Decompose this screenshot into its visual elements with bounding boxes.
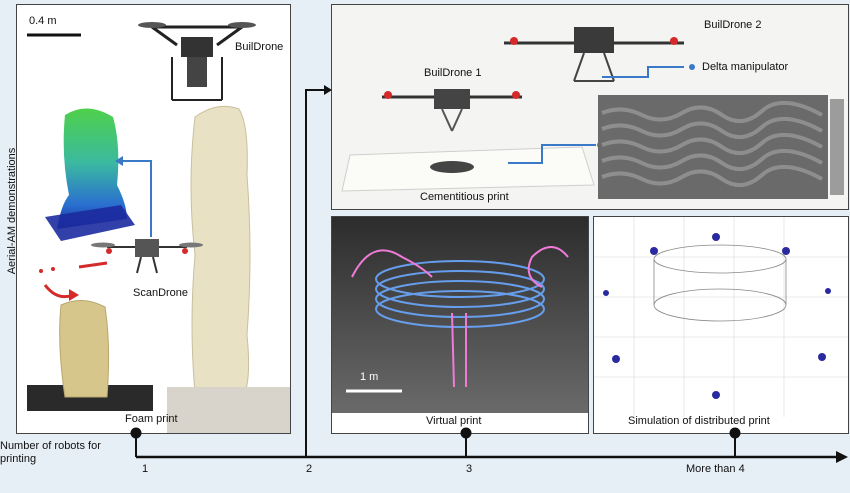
- scandrone-label: ScanDrone: [133, 287, 189, 299]
- builddrone2-label: BuilDrone 2: [704, 19, 762, 31]
- timeline-arrowhead: [836, 451, 848, 463]
- virtual-scale-label: 1 m: [360, 371, 379, 383]
- panel-d-left: d 1 m Virtual print: [331, 216, 589, 434]
- panel-d-right-caption: Simulation of distributed print: [628, 415, 770, 427]
- panel-b-caption: Foam print: [125, 413, 178, 425]
- panel-d-right: Simulation of distributed print: [593, 216, 849, 434]
- tick-label-4: More than 4: [686, 463, 745, 475]
- builddrone1-drone: [382, 89, 522, 132]
- panel-d-left-caption: Virtual print: [426, 415, 482, 427]
- axis-title-line1: Number of robots for: [0, 440, 101, 452]
- timeline-node-3: [460, 427, 472, 439]
- scale-bar-label: 0.4 m: [29, 15, 57, 27]
- virtual-print-photo: [332, 217, 588, 433]
- simulation-illustration: [594, 217, 848, 417]
- tick-label-2: 2: [306, 463, 313, 475]
- builddrone-label: BuilDrone: [235, 41, 284, 53]
- scan-model: [57, 108, 127, 229]
- panel-b-illustration: [27, 22, 290, 433]
- builddrone1-label: BuilDrone 1: [424, 67, 482, 79]
- axis-title-line2: printing: [0, 453, 37, 465]
- manipulator-label: Delta manipulator: [702, 61, 789, 73]
- panel-c: c BuilDrone 1 BuilDrone 2 Delta manipula…: [331, 4, 849, 210]
- panel-c-caption: Cementitious print: [420, 191, 509, 203]
- timeline-node-1: [130, 427, 142, 439]
- panel-b: b 0.4 m BuilDrone ScanDrone Foam print: [16, 4, 291, 434]
- tick-label-1: 1: [142, 463, 149, 475]
- tick-label-3: 3: [466, 463, 473, 475]
- panel-c-illustration: [332, 5, 848, 209]
- timeline-node-4: [729, 427, 741, 439]
- scandrone-drone: [91, 239, 203, 274]
- foam-tower-tall: [190, 105, 251, 394]
- foam-tower-short: [59, 300, 110, 398]
- builddrone-drone: [138, 22, 256, 101]
